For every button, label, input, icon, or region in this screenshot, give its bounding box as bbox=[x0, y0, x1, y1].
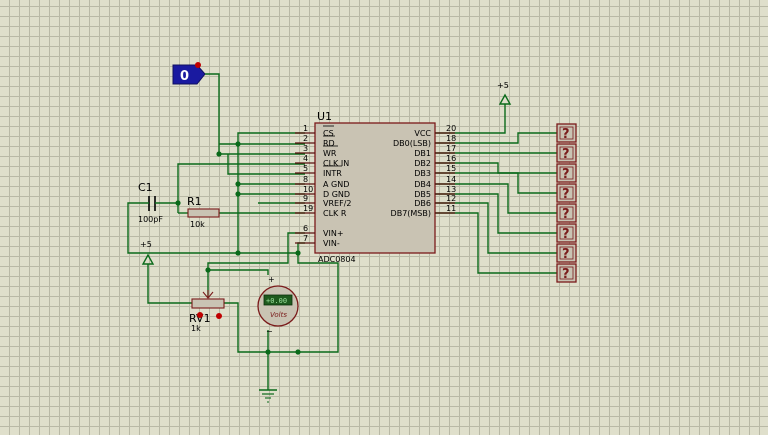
power-arrow-icon bbox=[141, 253, 155, 265]
chip-pin-number: 20 bbox=[446, 124, 456, 133]
chip-pin-name: A GND bbox=[323, 180, 349, 189]
probe-state: ? bbox=[562, 167, 570, 182]
c1-value: 100pF bbox=[138, 215, 163, 224]
chip-pin-number: 11 bbox=[446, 204, 456, 213]
potentiometer-rv1[interactable]: RV1 1k bbox=[189, 290, 225, 333]
chip-ref: U1 bbox=[317, 110, 332, 123]
chip-pin-name: RD bbox=[323, 139, 335, 148]
logic-probe[interactable]: ? bbox=[556, 203, 577, 223]
chip-pin-number: 7 bbox=[303, 234, 308, 243]
probe-state: ? bbox=[562, 127, 570, 142]
r1-value: 10k bbox=[190, 220, 205, 229]
voltmeter-display bbox=[263, 294, 293, 306]
logic-state-source[interactable]: 0 bbox=[172, 62, 206, 85]
probe-state: ? bbox=[562, 207, 570, 222]
chip-pin-name: VREF/2 bbox=[323, 199, 351, 208]
logic-probes: ???????? bbox=[556, 123, 577, 283]
chip-pin-name: DB2 bbox=[414, 159, 431, 168]
chip-pin-name: INTR bbox=[323, 169, 342, 178]
voltmeter-plus: + bbox=[268, 275, 275, 284]
voltmeter-reading: +0.00 bbox=[266, 297, 287, 305]
chip-pin-name: WR bbox=[323, 149, 337, 158]
logic-probe[interactable]: ? bbox=[556, 263, 577, 283]
ground-symbol bbox=[259, 389, 277, 403]
chip-pin-name: VIN- bbox=[323, 239, 340, 248]
pot-control-icon bbox=[216, 313, 222, 319]
chip-pin-name: CLK R bbox=[323, 209, 347, 218]
chip-pin-number: 10 bbox=[303, 185, 313, 194]
chip-pin-name: CS bbox=[323, 129, 334, 138]
chip-pin-number: 1 bbox=[303, 124, 308, 133]
probe-state: ? bbox=[562, 267, 570, 282]
chip-pin-name: DB1 bbox=[414, 149, 431, 158]
chip-pin-number: 6 bbox=[303, 224, 308, 233]
probe-state: ? bbox=[562, 247, 570, 262]
chip-pin-number: 13 bbox=[446, 185, 456, 194]
chip-pin-number: 14 bbox=[446, 175, 456, 184]
power-terminal-top: +5 bbox=[497, 81, 512, 105]
chip-pin-number: 17 bbox=[446, 144, 456, 153]
logic-probe[interactable]: ? bbox=[556, 243, 577, 263]
probe-state: ? bbox=[562, 147, 570, 162]
probe-state: ? bbox=[562, 227, 570, 242]
logic-probe[interactable]: ? bbox=[556, 223, 577, 243]
chip-pin-name: CLK IN bbox=[323, 159, 349, 168]
chip-part: ADC0804 bbox=[318, 255, 356, 264]
logic-probe[interactable]: ? bbox=[556, 183, 577, 203]
chip-pin-number: 19 bbox=[303, 204, 313, 213]
logic-probe[interactable]: ? bbox=[556, 143, 577, 163]
voltmeter[interactable]: +0.00 Volts + − bbox=[257, 275, 299, 336]
chip-pin-number: 16 bbox=[446, 154, 456, 163]
power-left-label: +5 bbox=[140, 240, 152, 249]
chip-pin-number: 5 bbox=[303, 164, 308, 173]
c1-ref: C1 bbox=[138, 181, 153, 194]
chip-pin-number: 8 bbox=[303, 175, 308, 184]
chip-pin-number: 4 bbox=[303, 154, 308, 163]
chip-pin-name: DB6 bbox=[414, 199, 431, 208]
chip-pin-number: 2 bbox=[303, 134, 308, 143]
logic-state-indicator-icon bbox=[195, 62, 201, 68]
logic-probe[interactable]: ? bbox=[556, 163, 577, 183]
resistor-r1[interactable]: R1 10k bbox=[187, 195, 220, 229]
chip-pin-name: DB5 bbox=[414, 190, 431, 199]
r1-ref: R1 bbox=[187, 195, 202, 208]
capacitor-c1[interactable]: C1 100pF bbox=[138, 181, 163, 224]
logic-probe[interactable]: ? bbox=[556, 123, 577, 143]
chip-pin-name: DB4 bbox=[414, 180, 431, 189]
chip-pin-name: DB0(LSB) bbox=[393, 139, 431, 148]
chip-pin-name: VIN+ bbox=[323, 229, 344, 238]
power-top-label: +5 bbox=[497, 81, 509, 90]
chip-pin-number: 15 bbox=[446, 164, 456, 173]
voltmeter-minus: − bbox=[266, 327, 273, 336]
chip-pin-number: 18 bbox=[446, 134, 456, 143]
chip-pin-name: VCC bbox=[414, 129, 431, 138]
rv1-value: 1k bbox=[191, 324, 201, 333]
chip-pin-name: D GND bbox=[323, 190, 350, 199]
chip-pin-number: 12 bbox=[446, 194, 456, 203]
chip-pin-number: 3 bbox=[303, 144, 308, 153]
power-arrow-icon bbox=[498, 93, 512, 105]
junctions bbox=[175, 141, 301, 355]
voltmeter-label: Volts bbox=[270, 311, 287, 319]
chip-pin-name: DB3 bbox=[414, 169, 431, 178]
chip-pin-name: DB7(MSB) bbox=[391, 209, 431, 218]
rv1-ref: RV1 bbox=[189, 312, 211, 325]
logic-state-value: 0 bbox=[180, 69, 189, 84]
probe-state: ? bbox=[562, 187, 570, 202]
power-terminal-left: +5 bbox=[140, 240, 155, 265]
pot-control-icon-2 bbox=[197, 312, 203, 318]
chip-pin-number: 9 bbox=[303, 194, 308, 203]
